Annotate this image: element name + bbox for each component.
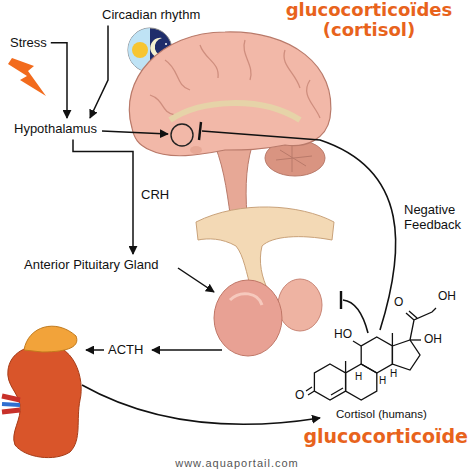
atom-label: OH [438,290,456,304]
pathway-arrows [82,131,320,424]
kidney-adrenal [2,326,81,457]
node-label: Hypothalamus [14,121,97,137]
atom-label: H [379,375,386,387]
feedback-lines [199,122,396,333]
atom-label: O [295,389,304,403]
diagram-title: glucocorticoïdes (cortisol) [268,0,470,40]
connector-arrow [73,140,133,254]
atom-label: H [390,368,397,380]
molecule-name: Cortisol (humans) [336,408,427,421]
connector-arrow [90,26,108,118]
atom-label: O [394,296,403,310]
text-node: Stress [8,34,49,52]
node-label: Stress [10,35,47,51]
node-label: Anterior Pituitary Gland [24,257,158,273]
text-node: Anterior Pituitary Gland [22,256,160,274]
edge-label: CRH [140,188,170,203]
connector-arrow [51,43,67,118]
text-node: Circadian rhythm [100,6,202,24]
class-label: glucocorticoïde [303,426,468,448]
feedback-label: Negative Feedback [404,203,474,233]
text-node: Hypothalamus [12,120,99,138]
atom-label: HO [334,328,352,342]
atom-label: OH [424,333,442,347]
brain [129,32,331,228]
node-label: Circadian rhythm [102,7,200,23]
pituitary-gland [196,207,334,356]
stress-bolt [8,58,46,96]
hormone-label: ACTH [108,343,143,358]
watermark: www.aquaportail.com [0,457,474,470]
cortisol-structure [306,308,436,400]
atom-label: H [355,371,362,383]
